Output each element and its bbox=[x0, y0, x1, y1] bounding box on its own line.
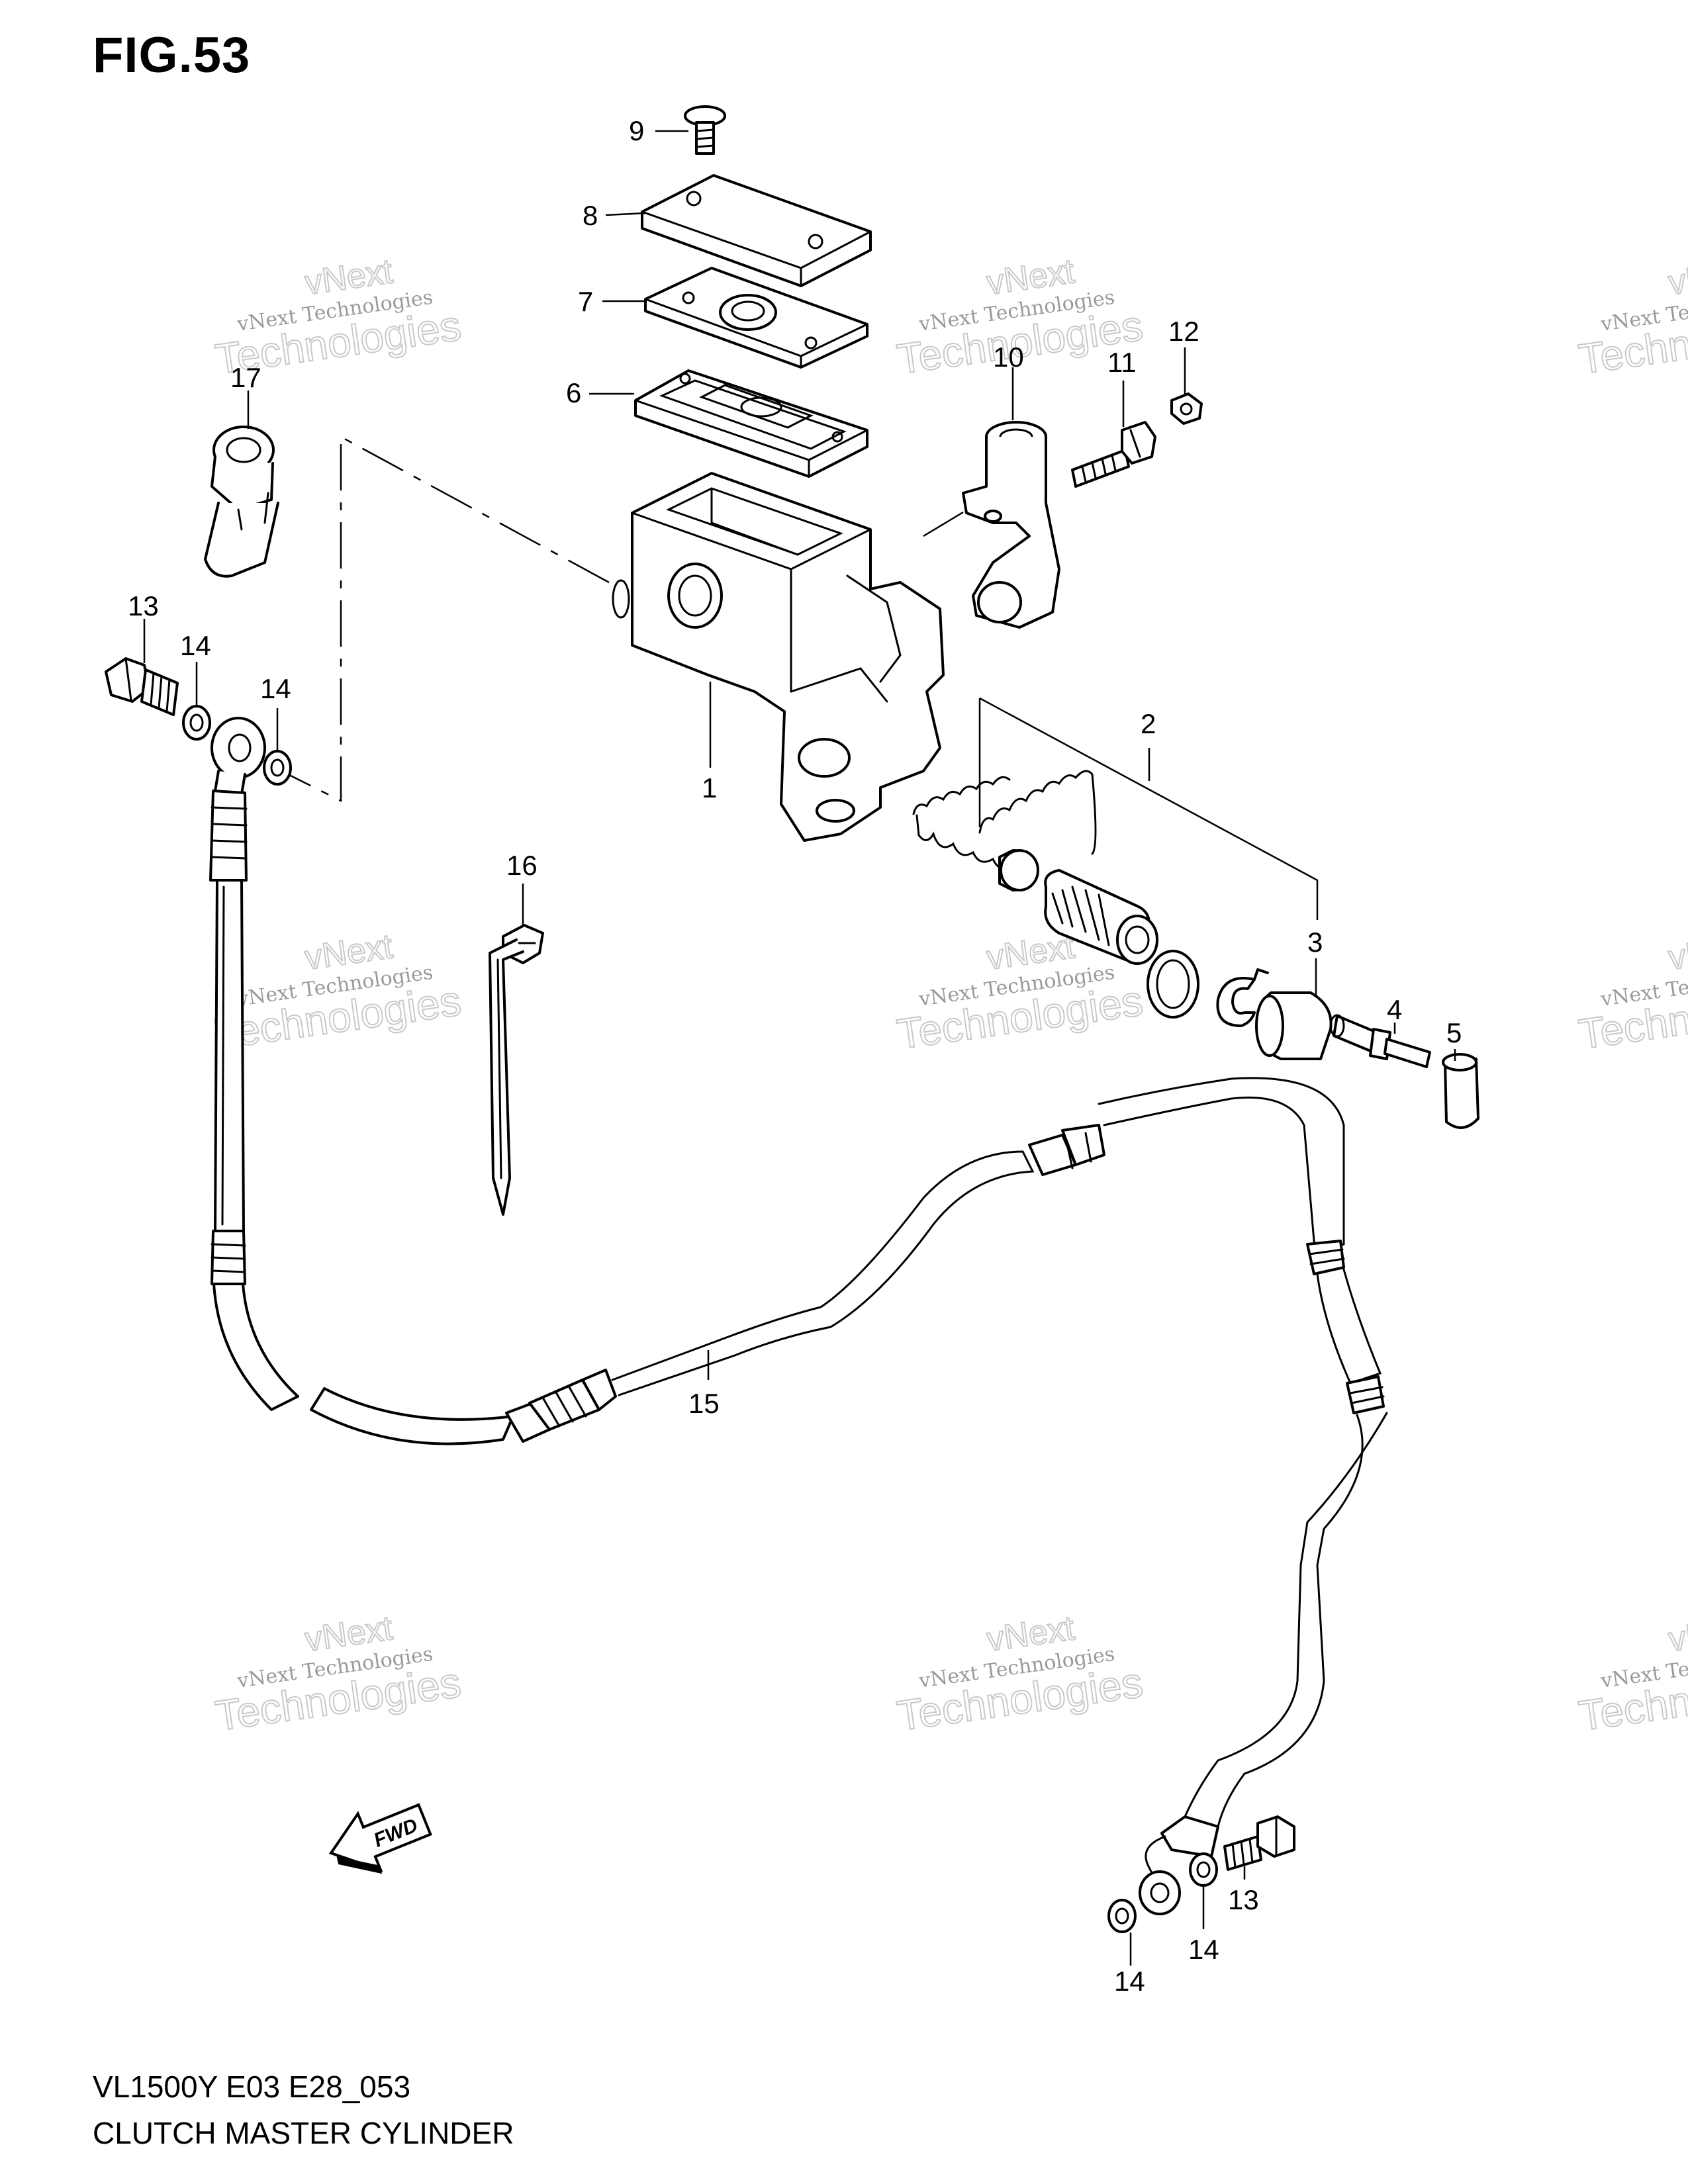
fwd-arrow-icon: FWD bbox=[328, 1803, 432, 1874]
part-6-diaphragm bbox=[634, 369, 868, 478]
part-14-washer-upper-2 bbox=[263, 750, 292, 786]
callout-1: 1 bbox=[702, 772, 717, 803]
part-13-banjo-bolt-lower bbox=[1223, 1815, 1295, 1871]
callout-8: 8 bbox=[583, 200, 598, 231]
figure-title: FIG.53 bbox=[93, 27, 251, 83]
watermark: vNext vNext Technologies Technologies bbox=[894, 1608, 1147, 1741]
part-15-clutch-hose bbox=[209, 717, 1388, 1915]
watermark: vNext vNext Technologies Technologies bbox=[212, 1608, 465, 1741]
callout-16: 16 bbox=[506, 850, 538, 881]
callout-10: 10 bbox=[993, 341, 1024, 373]
svg-text:vNext: vNext bbox=[1666, 252, 1688, 302]
part-14-washer-lower-1 bbox=[1189, 1852, 1218, 1887]
watermark: vNext vNext Technologies Technologies bbox=[1575, 251, 1688, 384]
callout-14-lower-1: 14 bbox=[1188, 1934, 1219, 1965]
part-14-washer-lower-2 bbox=[1107, 1899, 1137, 1933]
callout-3: 3 bbox=[1307, 927, 1323, 958]
callout-17: 17 bbox=[230, 362, 261, 393]
leader-lines bbox=[143, 130, 1456, 1966]
watermark: vNext vNext Technologies Technologies bbox=[1575, 1608, 1688, 1741]
part-16-hose-clamp bbox=[489, 924, 544, 1216]
callout-labels: 9 8 7 6 1 10 11 12 17 13 14 14 16 15 2 3… bbox=[128, 115, 1462, 1997]
part-17-boot bbox=[204, 426, 279, 578]
figure-name: CLUTCH MASTER CYLINDER bbox=[93, 2116, 514, 2150]
callout-14-lower-2: 14 bbox=[1114, 1966, 1145, 1997]
watermark: vNext vNext Technologies Technologies bbox=[894, 251, 1147, 384]
part-7-diaphragm-plate bbox=[644, 267, 868, 369]
callout-6: 6 bbox=[566, 377, 581, 408]
part-8-reservoir-cap bbox=[641, 174, 872, 287]
callout-14-upper-2: 14 bbox=[260, 673, 291, 704]
part-12-nut bbox=[1170, 392, 1203, 425]
callout-11: 11 bbox=[1107, 347, 1137, 378]
watermark: vNext vNext Technologies Technologies bbox=[1575, 927, 1688, 1059]
callout-13-upper: 13 bbox=[128, 590, 159, 621]
part-1-master-cylinder-body bbox=[612, 472, 945, 842]
callout-2: 2 bbox=[1141, 708, 1156, 739]
svg-text:vNext: vNext bbox=[1666, 927, 1688, 978]
callout-7: 7 bbox=[578, 286, 593, 317]
watermark-layer: vNext vNext Technologies Technologies vN… bbox=[212, 251, 1688, 1741]
figure-model-code: VL1500Y E03 E28_053 bbox=[93, 2070, 411, 2104]
part-5-boot-cap bbox=[1442, 1053, 1479, 1129]
part-10-lever-holder bbox=[962, 421, 1060, 629]
svg-text:vNext: vNext bbox=[1666, 1609, 1688, 1659]
guide-line-banjo bbox=[261, 435, 610, 803]
callout-14-upper-1: 14 bbox=[180, 630, 211, 661]
part-2-piston-kit bbox=[912, 770, 1199, 1019]
part-9-screw bbox=[684, 105, 726, 155]
callout-4: 4 bbox=[1387, 994, 1402, 1025]
part-3-circlip bbox=[1216, 968, 1269, 1027]
part-3-cup bbox=[1255, 991, 1333, 1060]
callout-5: 5 bbox=[1446, 1017, 1462, 1048]
callout-13-lower: 13 bbox=[1228, 1884, 1259, 1915]
part-13-banjo-bolt-upper bbox=[105, 657, 179, 716]
callout-9: 9 bbox=[629, 115, 644, 146]
callout-12: 12 bbox=[1168, 316, 1199, 347]
part-4-push-rod bbox=[1329, 1014, 1431, 1068]
callout-15: 15 bbox=[688, 1388, 720, 1419]
part-14-washer-upper-1 bbox=[182, 705, 211, 741]
part-11-bolt bbox=[1071, 421, 1156, 488]
